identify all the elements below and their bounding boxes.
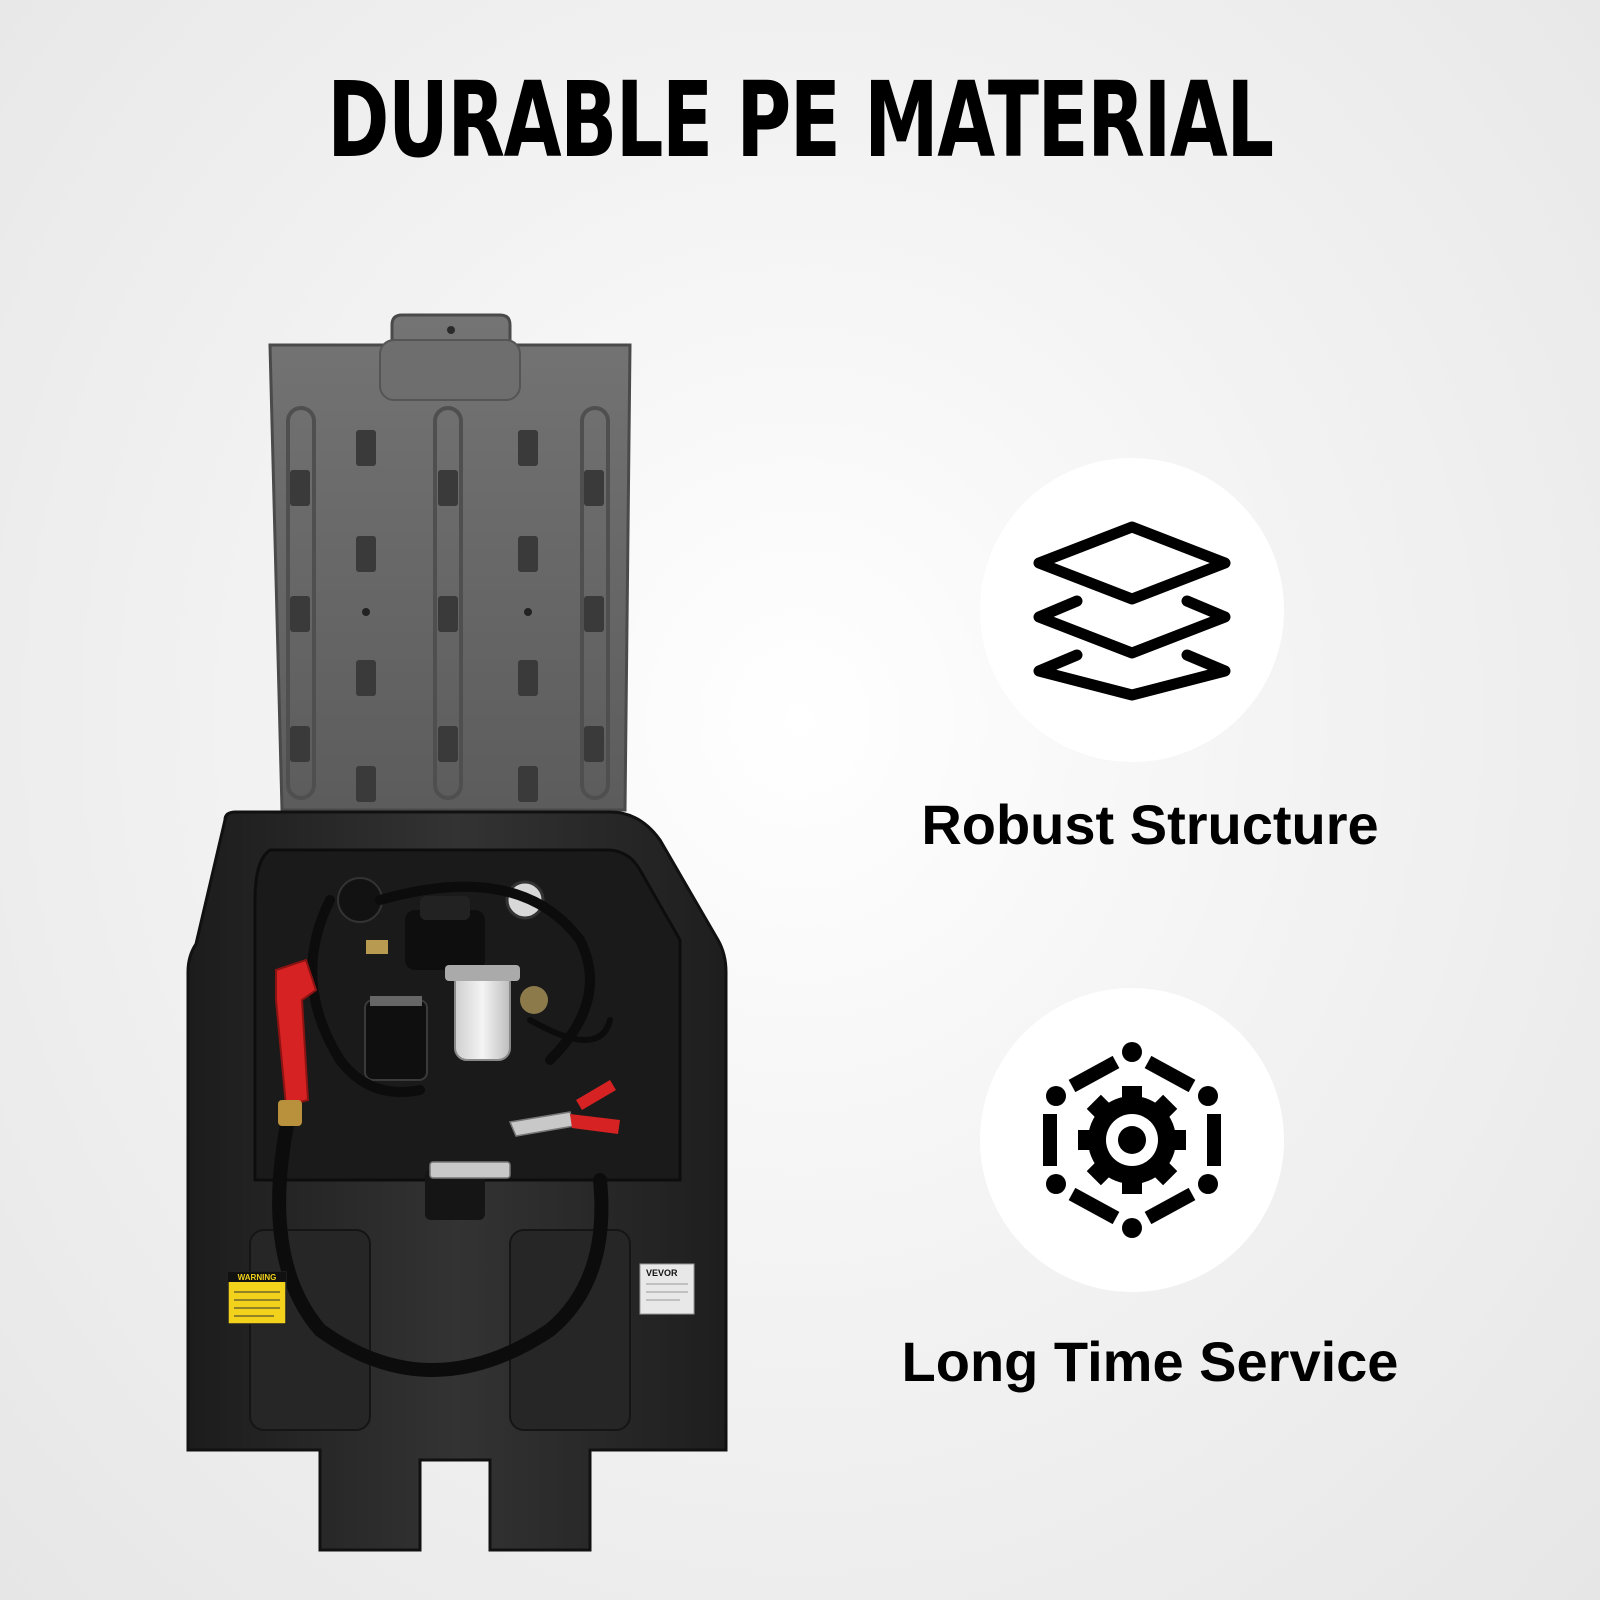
headline: DURABLE PE MATERIAL [327,59,1274,181]
pump-assembly [337,877,548,1081]
layers-icon [980,458,1284,762]
brand-label-text: VEVOR [646,1268,678,1278]
battery-clamps [429,1080,620,1179]
nozzle-icon [275,958,318,1126]
warning-label-text: WARNING [238,1273,277,1282]
fuel-tank-illustration: WARNING VEVOR [186,313,728,1552]
product-image: WARNING VEVOR [170,300,790,1560]
tank-lid [268,313,632,812]
feature-label-long-time-service: Long Time Service [901,1330,1399,1393]
hose [272,881,613,1377]
brand-label: VEVOR [639,1263,695,1315]
warning-label: WARNING [227,1271,287,1325]
feature-label-robust-structure: Robust Structure [921,793,1379,856]
gear-ring-icon [980,988,1284,1292]
